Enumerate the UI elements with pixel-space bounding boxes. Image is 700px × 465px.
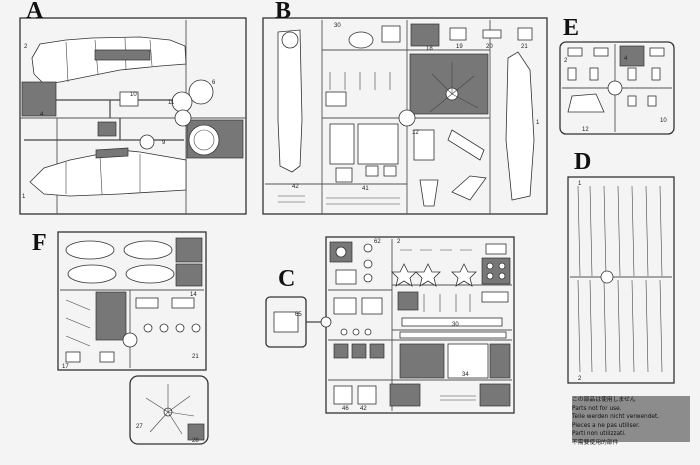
sprue-b-part-label-1: 1 xyxy=(536,120,540,126)
sprue-a-part-label-9: 9 xyxy=(162,140,166,146)
sprue-letter-a: A xyxy=(26,0,44,24)
sprue-b-part-label-27: 30 xyxy=(334,23,341,29)
sprue-letter-d: D xyxy=(574,149,592,175)
sprue-c-part-label-2: 2 xyxy=(397,239,401,245)
sprue-e-part-label-12: 12 xyxy=(582,127,589,133)
legend-line-italian: Parti non utilizzati. xyxy=(572,431,626,437)
sprue-b-part-label-43: 42 xyxy=(292,184,299,190)
sprue-e-part-label-10: 10 xyxy=(660,118,667,124)
sprue-e-part-label-2: 2 xyxy=(564,58,568,64)
sprue-c-part-label-46: 46 xyxy=(342,406,349,412)
legend-line-japanese: この部品は使用しません xyxy=(572,397,636,403)
sprue-d: 1 2 xyxy=(567,176,675,384)
star-parts-row xyxy=(391,263,477,287)
sprue-a-part-label-10: 10 xyxy=(130,92,137,98)
main-rotor-hub-part xyxy=(429,62,479,113)
sprue-f: 17 14 21 27 28 xyxy=(57,231,209,445)
sprue-b-part-label-18: 18 xyxy=(426,46,433,52)
sprue-b-part-label-21: 21 xyxy=(521,44,528,50)
sprue-b-part-label-12: 12 xyxy=(412,130,419,136)
sprue-b-part-label-19: 19 xyxy=(456,44,463,50)
sprue-e: 12 2 4 10 xyxy=(559,41,675,135)
sprue-c-part-label-65: 65 xyxy=(295,312,302,318)
sprue-a-part-label-2: 2 xyxy=(24,44,28,50)
sprue-letter-b: B xyxy=(275,0,292,24)
sprue-c-part-label-30: 30 xyxy=(452,322,459,328)
sprue-a-part-label-1: 1 xyxy=(22,194,26,200)
sprue-f-part-label-21: 21 xyxy=(192,354,199,360)
sprue-letter-f: F xyxy=(32,230,47,256)
sprue-b: 42 41 30 18 19 20 21 1 12 xyxy=(262,17,548,215)
sprue-letter-e: E xyxy=(563,15,580,41)
sprue-f-part-label-17: 17 xyxy=(62,364,69,370)
tail-rotor-part xyxy=(145,384,195,435)
unused-parts-legend: この部品は使用しません Parts not for use. Teile wer… xyxy=(572,396,690,447)
sprue-f-part-label-27: 27 xyxy=(136,424,143,430)
sprue-d-part-label-1: 1 xyxy=(578,181,582,187)
sprue-b-part-label-42: 41 xyxy=(362,186,369,192)
legend-line-german: Teile werden nicht verwendet. xyxy=(572,414,660,420)
sprue-e-part-label-4: 4 xyxy=(624,56,628,62)
sprue-c: 65 xyxy=(265,236,515,414)
sprue-c-part-label-34: 34 xyxy=(462,372,469,378)
sprue-a-part-label-11: 11 xyxy=(168,100,175,106)
sprue-a: 10 11 6 9 1 2 4 xyxy=(19,17,247,215)
sprue-c-part-label-62: 62 xyxy=(374,239,381,245)
sprue-a-part-label-6: 6 xyxy=(212,80,216,86)
sprue-b-part-label-20: 20 xyxy=(486,44,493,50)
sprue-d-part-label-2: 2 xyxy=(578,376,582,382)
legend-line-french: Pieces a ne pas utiliser. xyxy=(572,422,640,429)
legend-line-chinese: 不需要使用的部件 xyxy=(572,439,619,446)
sprue-letter-c: C xyxy=(278,266,296,292)
sprue-f-part-label-14: 14 xyxy=(190,292,197,298)
sprue-f-part-label-28: 28 xyxy=(192,438,199,444)
legend-line-english: Parts not for use. xyxy=(572,405,622,412)
sprue-c-part-label-42: 42 xyxy=(360,406,367,412)
unused-parts-legend-swatch xyxy=(572,396,690,442)
sprue-a-part-label-4: 4 xyxy=(40,112,44,118)
